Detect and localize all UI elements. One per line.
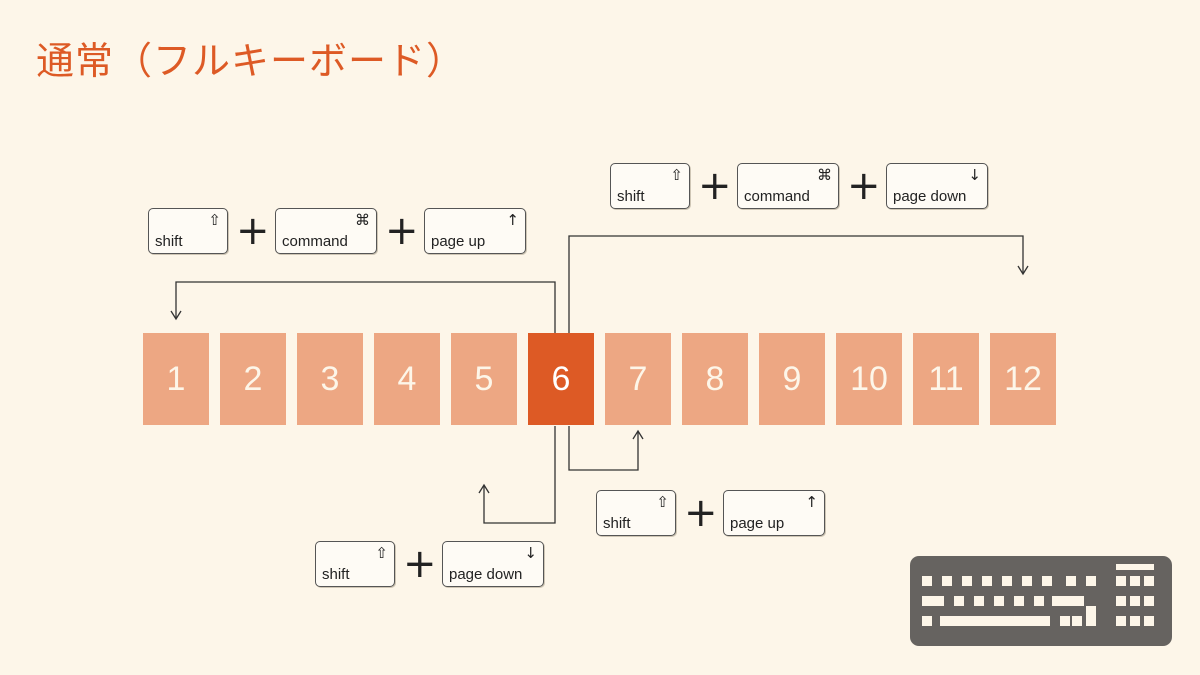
page-cell-12[interactable]: 12 xyxy=(990,333,1056,425)
key-command: ⌘ command xyxy=(275,208,377,254)
key-shift: ⇧ shift xyxy=(315,541,395,587)
key-label: page down xyxy=(893,188,967,205)
plus-sign: + xyxy=(385,208,419,254)
key-label: shift xyxy=(322,566,350,583)
page-title: 通常（フルキーボード） xyxy=(36,39,466,83)
command-symbol-icon: ⌘ xyxy=(817,166,832,184)
page-cell-5[interactable]: 5 xyxy=(451,333,517,425)
arrow-to-first xyxy=(175,281,556,333)
arrow-up-icon: ↑ xyxy=(805,493,818,511)
arrow-up-icon: ↑ xyxy=(506,211,519,229)
shift-symbol-icon: ⇧ xyxy=(670,166,683,184)
key-label: command xyxy=(744,188,810,205)
plus-sign: + xyxy=(684,490,718,536)
shift-symbol-icon: ⇧ xyxy=(375,544,388,562)
page-cell-4[interactable]: 4 xyxy=(374,333,440,425)
key-shift: ⇧ shift xyxy=(610,163,690,209)
key-label: shift xyxy=(603,515,631,532)
page-cell-3[interactable]: 3 xyxy=(297,333,363,425)
page-cell-8[interactable]: 8 xyxy=(682,333,748,425)
arrow-down-icon: ↓ xyxy=(968,166,981,184)
plus-sign: + xyxy=(698,163,732,209)
command-symbol-icon: ⌘ xyxy=(355,211,370,229)
page-cell-10[interactable]: 10 xyxy=(836,333,902,425)
shift-symbol-icon: ⇧ xyxy=(656,493,669,511)
key-label: page up xyxy=(431,233,486,250)
page-cell-6-current[interactable]: 6 xyxy=(528,333,594,425)
keyboard-icon xyxy=(910,556,1172,646)
page-cell-9[interactable]: 9 xyxy=(759,333,825,425)
arrow-to-prev xyxy=(483,426,556,524)
arrow-to-next xyxy=(568,426,639,471)
key-page-down: ↓ page down xyxy=(886,163,988,209)
key-label: shift xyxy=(617,188,645,205)
page-cell-11[interactable]: 11 xyxy=(913,333,979,425)
arrowhead-prev xyxy=(478,483,490,494)
arrow-to-last xyxy=(568,235,1024,333)
plus-sign: + xyxy=(236,208,270,254)
plus-sign: + xyxy=(847,163,881,209)
shift-symbol-icon: ⇧ xyxy=(208,211,221,229)
key-page-up: ↑ page up xyxy=(723,490,825,536)
key-shift: ⇧ shift xyxy=(148,208,228,254)
arrowhead-next xyxy=(632,429,644,440)
key-label: shift xyxy=(155,233,183,250)
page-cell-7[interactable]: 7 xyxy=(605,333,671,425)
key-command: ⌘ command xyxy=(737,163,839,209)
plus-sign: + xyxy=(403,541,437,587)
arrow-down-icon: ↓ xyxy=(524,544,537,562)
key-page-up: ↑ page up xyxy=(424,208,526,254)
key-page-down: ↓ page down xyxy=(442,541,544,587)
arrowhead-last xyxy=(1017,265,1029,276)
key-label: command xyxy=(282,233,348,250)
key-label: page up xyxy=(730,515,785,532)
key-label: page down xyxy=(449,566,523,583)
page-cell-2[interactable]: 2 xyxy=(220,333,286,425)
arrowhead-first xyxy=(170,310,182,321)
page-cell-1[interactable]: 1 xyxy=(143,333,209,425)
key-shift: ⇧ shift xyxy=(596,490,676,536)
